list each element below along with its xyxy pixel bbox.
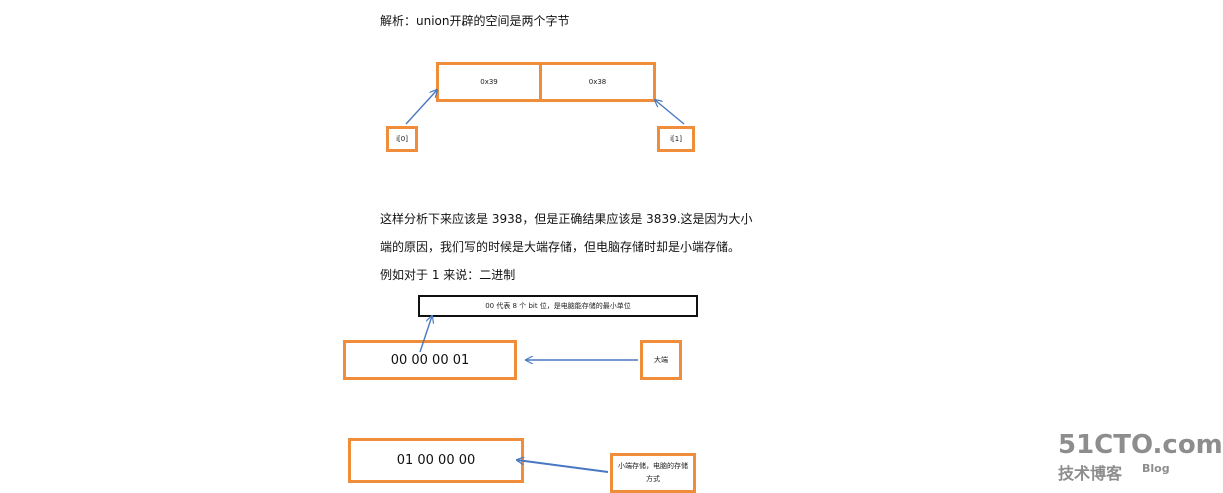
- paragraph-line-1: 这样分析下来应该是 3938，但是正确结果应该是 3839.这是因为大小: [380, 212, 753, 226]
- analysis-text: 解析：union开辟的空间是两个字节: [380, 14, 570, 28]
- arrow-i0: [405, 90, 437, 125]
- paragraph-line-3: 例如对于 1 来说：二进制: [380, 268, 516, 282]
- pointer-box-i1: i[1]: [657, 126, 695, 152]
- watermark-blog: Blog: [1142, 462, 1170, 475]
- pointer-box-i0: i[0]: [386, 126, 418, 152]
- little-endian-label-box: 小端存储，电脑的存储方式: [610, 453, 696, 493]
- little-endian-value-box: 01 00 00 00: [348, 438, 524, 483]
- watermark-subtitle: 技术博客: [1058, 464, 1123, 483]
- memory-cell-0x38: 0x38: [539, 62, 656, 102]
- byte-note-box: 00 代表 8 个 bit 位，是电脑能存储的最小单位: [418, 295, 698, 317]
- big-endian-label-box: 大端: [640, 340, 682, 380]
- big-endian-value-box: 00 00 00 01: [343, 340, 517, 380]
- paragraph-line-2: 端的原因，我们写的时候是大端存储，但电脑存储时却是小端存储。: [380, 240, 741, 254]
- arrows-layer: [405, 0, 685, 473]
- arrow-note: [419, 316, 432, 353]
- arrow-little-endian: [517, 460, 609, 473]
- arrow-i1: [655, 100, 685, 125]
- watermark-logo: 51CTO.com: [1058, 430, 1223, 460]
